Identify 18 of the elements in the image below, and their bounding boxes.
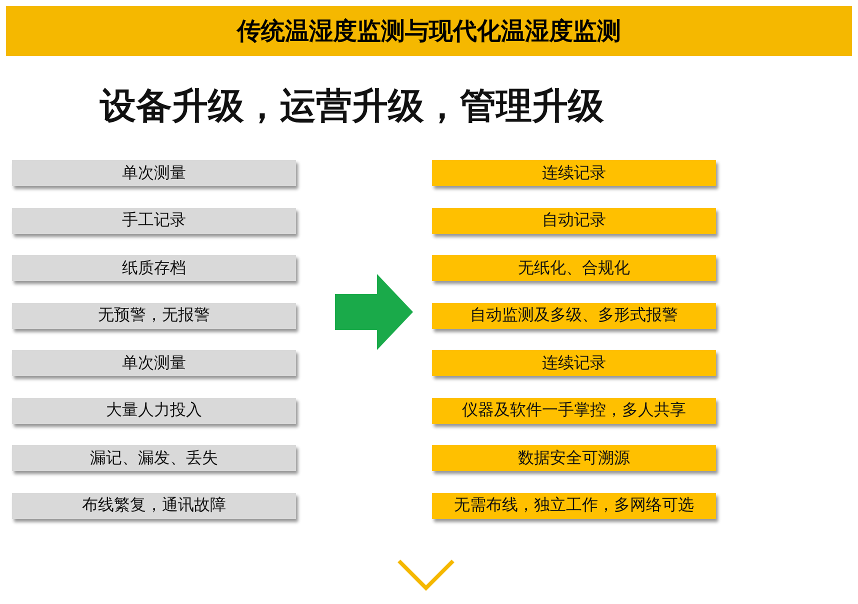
traditional-feature-box: 单次测量 bbox=[12, 160, 296, 186]
traditional-feature-box: 单次测量 bbox=[12, 350, 296, 376]
traditional-feature-box: 大量人力投入 bbox=[12, 398, 296, 424]
traditional-feature-box: 手工记录 bbox=[12, 208, 296, 234]
modern-feature-box: 无纸化、合规化 bbox=[432, 255, 716, 281]
title-banner: 传统温湿度监测与现代化温湿度监测 bbox=[6, 6, 852, 56]
traditional-feature-box: 无预警，无报警 bbox=[12, 302, 296, 328]
modern-feature-box: 无需布线，独立工作，多网络可选 bbox=[432, 492, 716, 518]
modern-feature-box: 仪器及软件一手掌控，多人共享 bbox=[432, 398, 716, 424]
modern-feature-box: 自动监测及多级、多形式报警 bbox=[432, 302, 716, 328]
subtitle: 设备升级，运营升级，管理升级 bbox=[100, 85, 604, 129]
traditional-feature-box: 纸质存档 bbox=[12, 255, 296, 281]
modern-feature-box: 连续记录 bbox=[432, 350, 716, 376]
modern-feature-box: 数据安全可溯源 bbox=[432, 445, 716, 471]
traditional-feature-box: 漏记、漏发、丢失 bbox=[12, 445, 296, 471]
traditional-feature-box: 布线繁复，通讯故障 bbox=[12, 492, 296, 518]
modern-feature-box: 自动记录 bbox=[432, 208, 716, 234]
modern-feature-box: 连续记录 bbox=[432, 160, 716, 186]
